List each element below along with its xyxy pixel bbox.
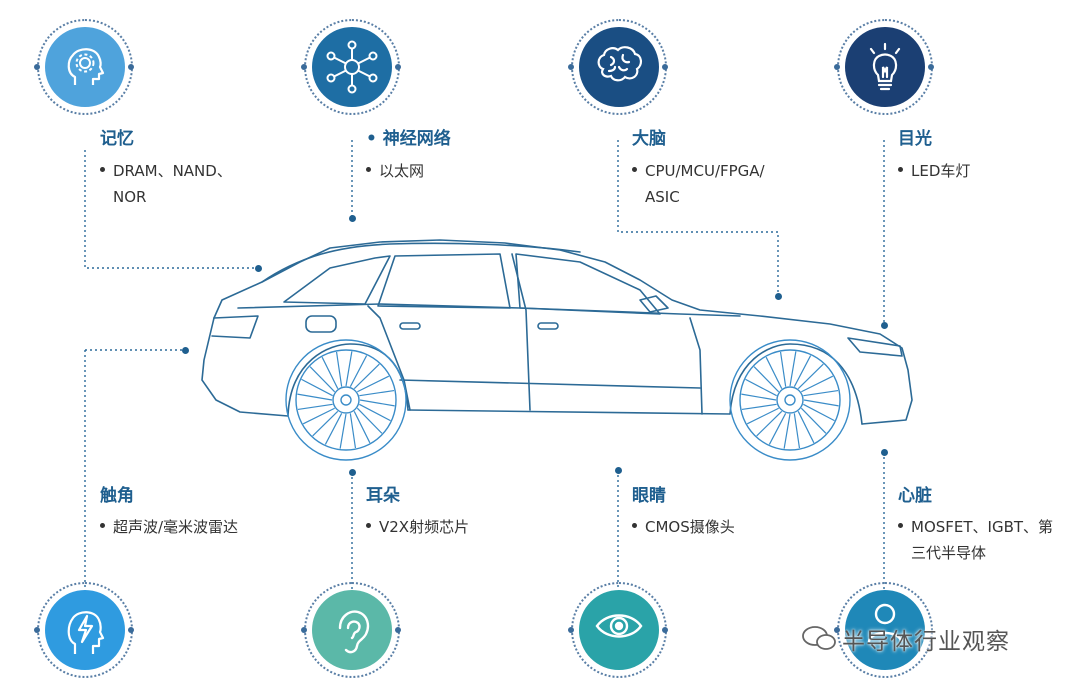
leader-dot-heart xyxy=(881,449,888,456)
wheel-spoke xyxy=(793,355,812,387)
wheel-spoke xyxy=(797,411,815,444)
label-memory-title: 记忆 xyxy=(100,129,134,149)
wheel-spoke xyxy=(800,407,827,434)
ring-dot xyxy=(128,64,134,70)
wheel-spoke xyxy=(765,356,783,389)
wheel-spoke xyxy=(353,363,380,390)
leader-dot-eye xyxy=(615,467,622,474)
wheel-spoke xyxy=(335,351,343,387)
wheel-spoke xyxy=(768,413,787,445)
wheel-spoke xyxy=(349,355,368,387)
wheel-spoke xyxy=(357,375,390,393)
lightbulb-icon xyxy=(845,27,925,107)
wheel-spoke xyxy=(345,351,353,387)
ring-dot xyxy=(34,64,40,70)
wheel-spoke xyxy=(797,363,824,390)
wheel-spoke xyxy=(746,407,779,425)
wheel-spoke xyxy=(302,407,335,425)
label-neural-text: 以太网 xyxy=(366,158,424,184)
ring-dot xyxy=(834,64,840,70)
wheel-spoke xyxy=(356,407,383,434)
ring-dot xyxy=(662,627,668,633)
leader-dot-neural xyxy=(349,215,356,222)
ring-dot xyxy=(34,627,40,633)
leader-dot-touch xyxy=(182,347,189,354)
leader-dot-brain xyxy=(775,293,782,300)
wheel-spoke xyxy=(297,403,333,411)
wheel-spoke xyxy=(309,366,336,393)
wheel-spoke xyxy=(783,413,791,449)
label-ear-title: 耳朵 xyxy=(366,486,400,506)
ring-dot xyxy=(928,64,934,70)
wheel-spoke xyxy=(359,389,395,397)
wheel-spokes xyxy=(297,351,839,449)
label-heart-text: MOSFET、IGBT、第 三代半导体 xyxy=(898,514,1053,566)
eye-icon xyxy=(579,590,659,670)
ring-dot xyxy=(395,627,401,633)
label-eye-title: 眼睛 xyxy=(632,486,666,506)
person-icon xyxy=(845,590,925,670)
ring-dot xyxy=(395,64,401,70)
label-ear-text: V2X射频芯片 xyxy=(366,514,469,540)
wheel-spoke xyxy=(324,413,343,445)
wheel-spoke xyxy=(753,366,780,393)
ring-dot xyxy=(128,627,134,633)
car-outline xyxy=(201,239,913,425)
wheel-spoke xyxy=(801,375,834,393)
network-hub-icon xyxy=(312,27,392,107)
wheel-spoke xyxy=(803,403,835,422)
wheel-spoke xyxy=(312,410,339,437)
label-vision-title: 目光 xyxy=(898,129,932,149)
ring-dot xyxy=(568,627,574,633)
label-vision-text: LED车灯 xyxy=(898,158,970,184)
watermark-text: 半导体行业观察 xyxy=(842,629,1010,655)
leader-dot-ear xyxy=(349,469,356,476)
label-neural-title: • 神经网络 xyxy=(366,129,451,149)
wechat-icon xyxy=(802,626,836,650)
wheel-spoke xyxy=(756,410,783,437)
wheel-front xyxy=(729,339,851,461)
ring-dot xyxy=(301,64,307,70)
label-brain-text: CPU/MCU/FPGA/ ASIC xyxy=(632,158,765,210)
label-eye-text: CMOS摄像头 xyxy=(632,514,735,540)
wheel-spoke xyxy=(359,399,395,407)
wheel-spoke xyxy=(741,403,777,411)
wheel-spoke xyxy=(779,351,787,387)
label-brain-title: 大脑 xyxy=(632,129,666,149)
ring-dot xyxy=(662,64,668,70)
head-bolt-icon xyxy=(45,590,125,670)
ring-dot xyxy=(301,627,307,633)
wheel-spoke xyxy=(359,403,391,422)
leader-lines xyxy=(84,140,885,590)
wheel-rear xyxy=(285,339,407,461)
brain-icon xyxy=(579,27,659,107)
wheel-spoke xyxy=(789,351,797,387)
wheel-spoke xyxy=(321,356,339,389)
label-touch-text: 超声波/毫米波雷达 xyxy=(100,514,238,540)
wheel-spoke xyxy=(301,378,333,397)
wheel-spoke xyxy=(353,411,371,444)
label-touch-title: 触角 xyxy=(100,486,134,506)
wheel-spoke xyxy=(339,413,347,449)
ear-icon xyxy=(312,590,392,670)
leader-dot-memory xyxy=(255,265,262,272)
wheel-spoke xyxy=(745,378,777,397)
wheel-spoke xyxy=(793,413,801,449)
wheel-spoke xyxy=(803,399,839,407)
label-memory-text: DRAM、NAND、 NOR xyxy=(100,158,232,210)
wheel-spoke xyxy=(297,393,333,401)
wheel-spoke xyxy=(349,413,357,449)
leader-dot-vision xyxy=(881,322,888,329)
ring-dot xyxy=(568,64,574,70)
wheel-spoke xyxy=(803,389,839,397)
wheel-spoke xyxy=(741,393,777,401)
ring-dot xyxy=(834,627,840,633)
label-heart-title: 心脏 xyxy=(898,486,932,506)
head-gear-icon xyxy=(45,27,125,107)
